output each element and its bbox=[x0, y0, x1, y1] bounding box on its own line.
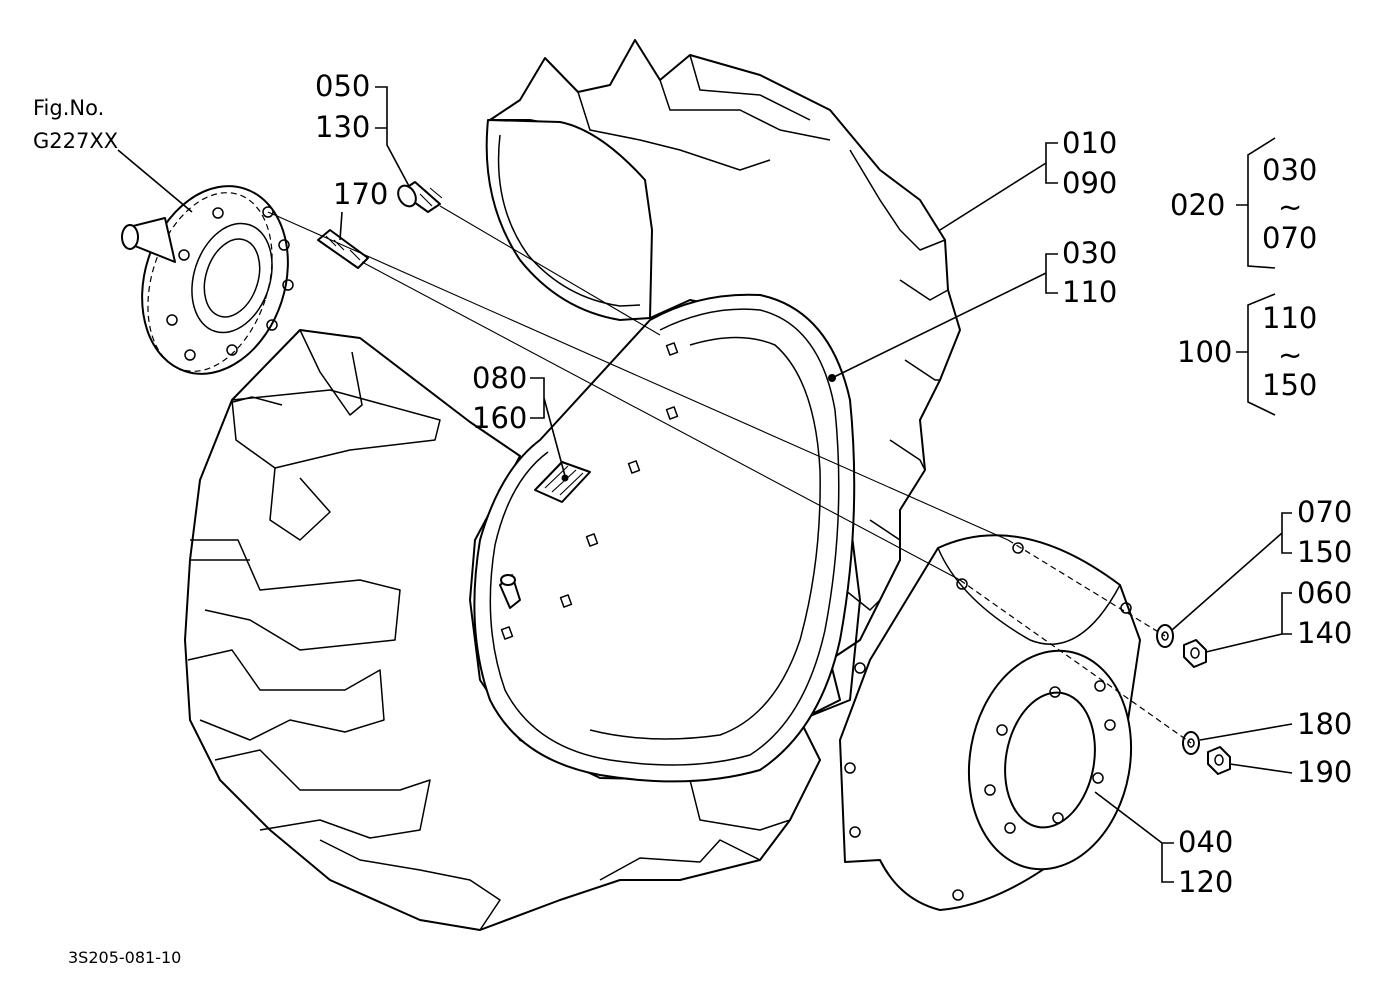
hub-flange bbox=[121, 185, 294, 375]
drawing-number: 3S205-081-10 bbox=[68, 948, 181, 967]
wheel-disc bbox=[839, 534, 1141, 911]
label-010: 010 bbox=[1062, 126, 1117, 160]
label-070: 070 bbox=[1297, 495, 1352, 529]
nut-060 bbox=[1183, 639, 1207, 668]
label-060: 060 bbox=[1297, 576, 1352, 610]
label-050: 050 bbox=[315, 69, 370, 103]
group-020-tilde: ~ bbox=[1278, 190, 1302, 224]
label-150: 150 bbox=[1297, 535, 1352, 569]
callout-040-120: 040 120 bbox=[1094, 791, 1233, 899]
valve-stem bbox=[499, 574, 521, 609]
label-110: 110 bbox=[1062, 275, 1117, 309]
group-020: 020 030 ~ 070 bbox=[1170, 137, 1317, 269]
hub-bolt-holes bbox=[166, 206, 294, 361]
group-100-from: 110 bbox=[1262, 301, 1317, 335]
bolt-050 bbox=[397, 181, 443, 213]
label-190: 190 bbox=[1297, 755, 1352, 789]
callout-060-140: 060 140 bbox=[1205, 576, 1352, 653]
label-170: 170 bbox=[333, 177, 388, 211]
stud-170 bbox=[317, 229, 369, 269]
group-020-label: 020 bbox=[1170, 188, 1225, 222]
fig-reference: Fig.No. G227XX bbox=[33, 96, 193, 213]
group-100-tilde: ~ bbox=[1278, 338, 1302, 372]
callout-070-150: 070 150 bbox=[1171, 495, 1352, 631]
assembly-lines bbox=[267, 205, 1192, 744]
callout-170: 170 bbox=[333, 177, 388, 241]
callout-050-130: 050 130 bbox=[315, 69, 411, 189]
fig-ref-line1: Fig.No. bbox=[33, 96, 104, 120]
label-180: 180 bbox=[1297, 707, 1352, 741]
label-120: 120 bbox=[1178, 865, 1233, 899]
rim bbox=[473, 293, 856, 783]
label-140: 140 bbox=[1297, 616, 1352, 650]
callout-080-160: 080 160 bbox=[472, 361, 566, 477]
callout-190: 190 bbox=[1229, 755, 1352, 789]
label-130: 130 bbox=[315, 110, 370, 144]
label-090: 090 bbox=[1062, 166, 1117, 200]
label-080: 080 bbox=[472, 361, 527, 395]
group-100-label: 100 bbox=[1177, 335, 1232, 369]
fig-ref-line2: G227XX bbox=[33, 129, 118, 153]
label-160: 160 bbox=[472, 401, 527, 435]
disc-bolt-holes bbox=[844, 542, 1132, 901]
group-020-to: 070 bbox=[1262, 221, 1317, 255]
callout-030-110: 030 110 bbox=[828, 236, 1117, 382]
group-100: 100 110 ~ 150 bbox=[1177, 293, 1317, 416]
group-020-from: 030 bbox=[1262, 153, 1317, 187]
nut-190 bbox=[1207, 746, 1231, 775]
label-040: 040 bbox=[1178, 825, 1233, 859]
callout-180: 180 bbox=[1199, 707, 1352, 741]
group-100-to: 150 bbox=[1262, 368, 1317, 402]
callout-010-090: 010 090 bbox=[939, 126, 1117, 231]
label-030: 030 bbox=[1062, 236, 1117, 270]
rim-bolt-holes bbox=[500, 342, 679, 640]
